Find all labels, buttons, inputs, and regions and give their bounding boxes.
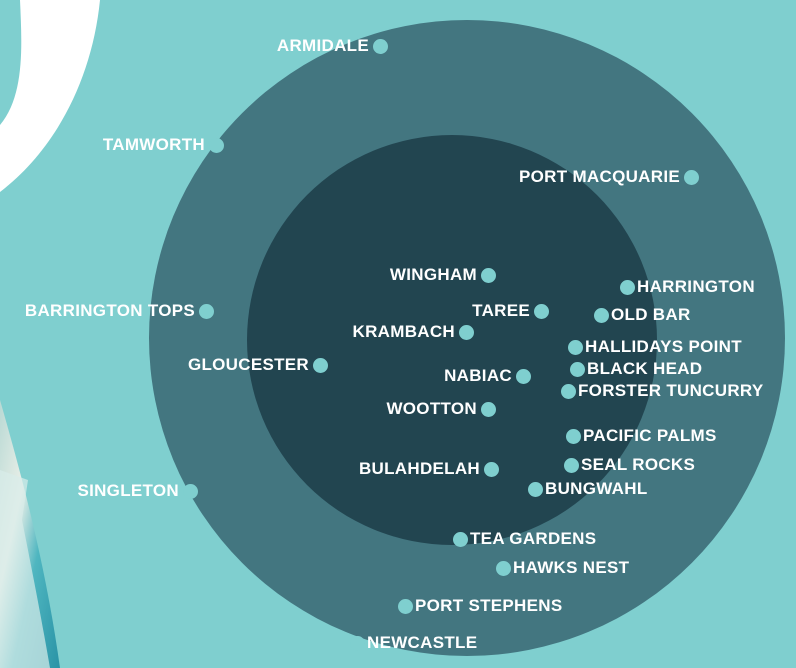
white-swoosh [0, 0, 100, 192]
town-dot-bungwahl [527, 481, 543, 497]
town-dot-newcastle [349, 635, 365, 651]
town-dot-wootton [480, 401, 496, 417]
town-label-bulahdelah: BULAHDELAH [358, 459, 480, 478]
town-label-hawks-nest: HAWKS NEST [513, 558, 630, 577]
town-label-tea-gardens: TEA GARDENS [470, 529, 597, 548]
town-dot-singleton [182, 483, 198, 499]
town-dot-old-bar [593, 307, 609, 323]
town-dot-seal-rocks [563, 457, 579, 473]
town-label-armidale: ARMIDALE [276, 36, 369, 55]
town-label-nabiac: NABIAC [444, 366, 512, 385]
town-label-seal-rocks: SEAL ROCKS [581, 455, 696, 474]
town-label-barrington-tops: BARRINGTON TOPS [24, 301, 195, 320]
town-label-port-stephens: PORT STEPHENS [415, 596, 563, 615]
town-label-forster-tuncurry: FORSTER TUNCURRY [578, 381, 764, 400]
town-label-port-macquarie: PORT MACQUARIE [519, 167, 680, 186]
town-label-newcastle: NEWCASTLE [367, 633, 478, 652]
town-label-tamworth: TAMWORTH [102, 135, 205, 154]
town-dot-forster-tuncurry [560, 383, 576, 399]
town-dot-pacific-palms [565, 428, 581, 444]
town-label-bungwahl: BUNGWAHL [545, 479, 648, 498]
town-label-old-bar: OLD BAR [611, 305, 691, 324]
town-label-taree: TAREE [472, 301, 530, 320]
town-dot-gloucester [312, 357, 328, 373]
town-dot-hawks-nest [495, 560, 511, 576]
town-label-hallidays-point: HALLIDAYS POINT [585, 337, 742, 356]
town-dot-tea-gardens [452, 531, 468, 547]
town-label-wingham: WINGHAM [389, 265, 477, 284]
town-dot-armidale [372, 38, 388, 54]
town-dot-tamworth [208, 137, 224, 153]
town-label-krambach: KRAMBACH [352, 322, 455, 341]
town-dot-port-stephens [397, 598, 413, 614]
town-label-pacific-palms: PACIFIC PALMS [583, 426, 717, 445]
town-dot-bulahdelah [483, 461, 499, 477]
town-label-black-head: BLACK HEAD [587, 359, 703, 378]
town-dot-barrington-tops [198, 303, 214, 319]
town-dot-black-head [569, 361, 585, 377]
beach-photo-strip-2 [0, 470, 50, 668]
town-dot-taree [533, 303, 549, 319]
town-label-singleton: SINGLETON [77, 481, 179, 500]
town-dot-krambach [458, 324, 474, 340]
town-label-wootton: WOOTTON [386, 399, 477, 418]
town-dot-harrington [619, 279, 635, 295]
town-label-harrington: HARRINGTON [637, 277, 755, 296]
town-dot-wingham [480, 267, 496, 283]
town-dot-port-macquarie [683, 169, 699, 185]
inner-ring [247, 135, 657, 545]
town-label-gloucester: GLOUCESTER [187, 355, 309, 374]
town-dot-nabiac [515, 368, 531, 384]
town-dot-hallidays-point [567, 339, 583, 355]
